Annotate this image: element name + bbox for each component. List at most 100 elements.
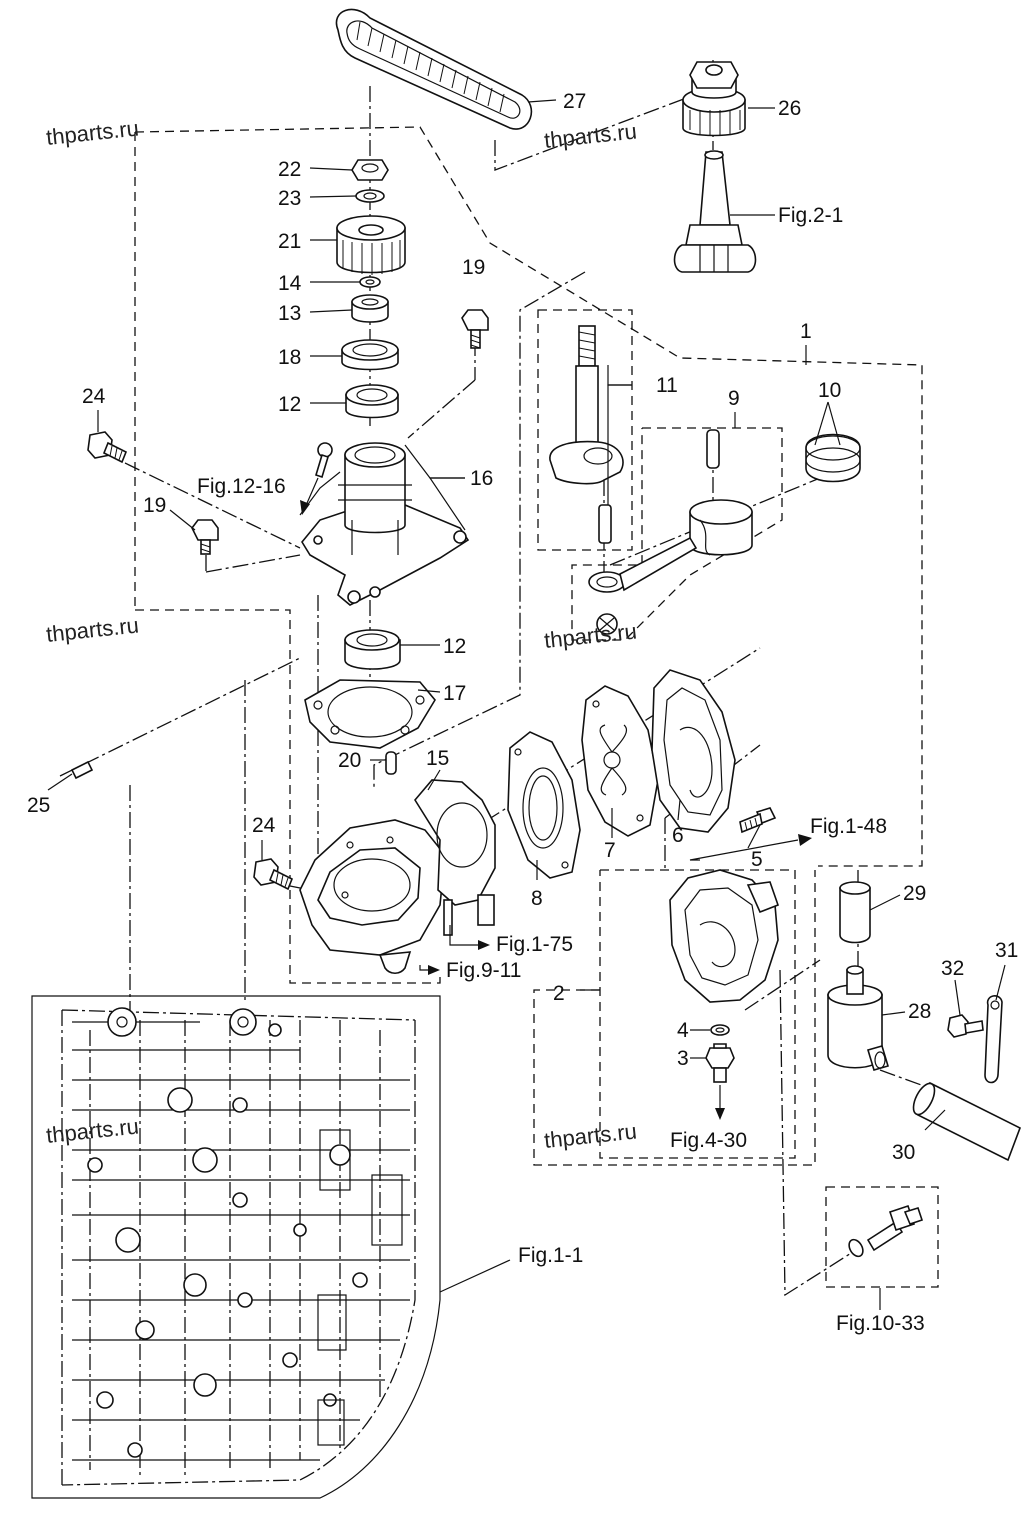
callout-18: 18 [278,346,301,369]
group-boundary-main [134,126,923,867]
callout-21: 21 [278,230,301,253]
pump-body-2 [669,869,780,1003]
hose-30 [912,1081,1022,1162]
bolt-24-lower [253,858,294,891]
callout-27: 27 [563,90,586,113]
cover-6 [651,669,736,833]
callout-5: 5 [751,848,763,871]
pin-piston [706,429,720,469]
callout-24-lower: 24 [252,814,276,837]
cylinder-block-detail [61,1007,416,1486]
filter-28 [827,965,889,1071]
callout-20: 20 [338,749,361,772]
ref-fig-10-33: Fig.10-33 [836,1312,925,1335]
group-boundary-piston [571,427,783,641]
axis-pin-16 [407,379,476,439]
callout-22: 22 [278,158,301,181]
watermark: thparts.ru [543,1118,638,1153]
piston-9 [689,499,753,556]
timing-belt [335,8,533,130]
washer-14 [359,276,381,288]
connecting-rod [588,536,698,635]
cylinder-block-outline [31,995,441,1499]
crankshaft-end [673,150,757,273]
dowel-20 [385,751,397,775]
callout-11: 11 [656,374,678,397]
axis-sensor [779,969,857,1297]
washer-4 [710,1024,730,1036]
bolt-19-lower [191,519,219,555]
callout-25: 25 [27,794,50,817]
dowel-25 [70,760,94,780]
callout-8: 8 [531,887,543,910]
axis-24-upper [124,462,301,549]
callout-1: 1 [800,320,812,343]
watermark: thparts.ru [45,612,140,647]
group-boundary-crankshaft [537,309,633,551]
bracket-16 [301,442,470,606]
callout-19-upper: 19 [462,256,485,279]
housing-15 [299,779,496,975]
watermark: thparts.ru [543,118,638,153]
callout-19-lower: 19 [143,494,166,517]
axis-19-lower-h [205,554,301,573]
gasket-17 [304,679,436,749]
ref-fig-4-30: Fig.4-30 [670,1129,747,1152]
callout-29: 29 [903,882,926,905]
callout-14: 14 [278,272,302,295]
group-boundary-left-lower [135,609,441,984]
ref-fig-1-48: Fig.1-48 [810,815,887,838]
ref-fig-12-16: Fig.12-16 [197,475,286,498]
ref-fig-1-1: Fig.1-1 [518,1244,583,1267]
callout-12-lower: 12 [443,635,466,658]
diaphragm-7 [581,685,659,837]
axis-25 [59,657,301,777]
rings-10 [805,433,861,483]
ref-fig-9-11: Fig.9-11 [446,959,521,982]
callout-26: 26 [778,97,801,120]
callout-9: 9 [728,387,740,410]
clip-31 [984,995,1003,1084]
callout-23: 23 [278,187,301,210]
group-boundary-assy2 [533,870,816,1166]
bearing-12-upper [345,384,399,419]
ref-fig-2-1: Fig.2-1 [778,204,843,227]
axis-crank [373,271,586,790]
nut-22 [351,159,389,181]
sleeve-29 [839,881,871,944]
callout-12-upper: 12 [278,393,301,416]
bolt-19-upper [461,309,489,349]
callout-24-upper: 24 [82,385,106,408]
callout-32: 32 [941,957,964,980]
collar-13 [351,294,389,323]
axis-pump-filter [744,959,821,1011]
callout-31: 31 [995,939,1018,962]
callout-10: 10 [818,379,841,402]
bolt-24-upper [87,431,128,464]
leader-lines [47,99,1006,1310]
callout-2: 2 [553,982,565,1005]
crankshaft-11 [549,325,624,544]
watermark: thparts.ru [45,115,140,150]
gasket-8 [507,731,581,879]
ref-fig-1-75: Fig.1-75 [496,933,573,956]
callout-7: 7 [604,839,616,862]
callout-15: 15 [426,747,449,770]
washer-23 [355,189,385,203]
bearing-12-lower [344,629,401,670]
callout-30: 30 [892,1141,915,1164]
callout-13: 13 [278,302,301,325]
group-boundary-pump [599,869,796,1159]
fitting-3 [705,1043,735,1083]
sensor-fitting [848,1204,924,1258]
drive-sprocket [682,61,746,137]
callout-28: 28 [908,1000,931,1023]
callout-4: 4 [677,1019,689,1042]
callout-6: 6 [672,824,684,847]
seal-18 [341,339,399,371]
callout-3: 3 [677,1047,689,1070]
bolt-32 [947,1014,984,1038]
callout-16: 16 [470,467,493,490]
callout-17: 17 [443,682,466,705]
